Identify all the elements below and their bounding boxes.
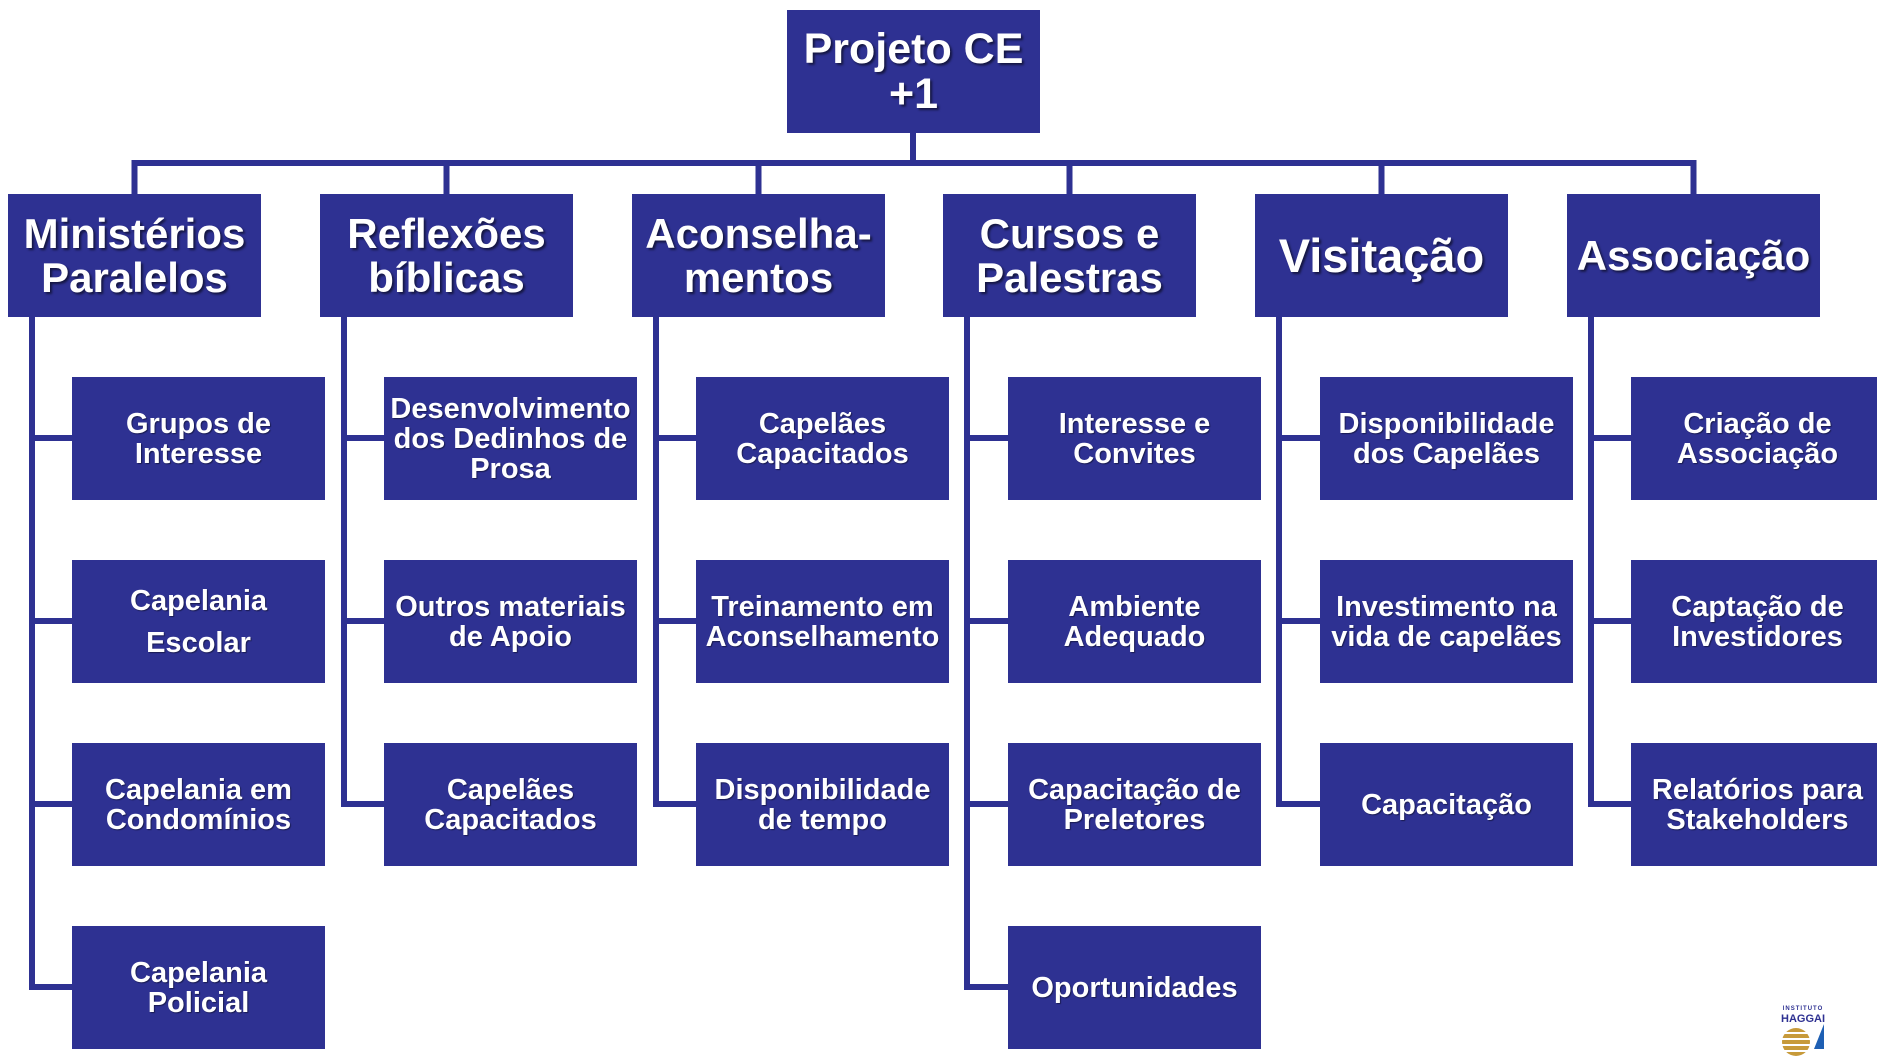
sail-icon: [1814, 1024, 1824, 1049]
item-capelania-escolar: Capelania Escolar: [72, 560, 325, 683]
item-disponibilidade-dos-capelaes: Disponibilidade dos Capelães: [1320, 377, 1573, 500]
item-capelaes-capacitados: Capelães Capacitados: [384, 743, 637, 866]
item-criacao-de-associacao: Criação de Associação: [1631, 377, 1877, 500]
category-cursos-e-palestras: Cursos e Palestras: [943, 194, 1196, 317]
category-aconselhamentos: Aconselha- mentos: [632, 194, 885, 317]
item-capacitacao: Capacitação: [1320, 743, 1573, 866]
item-captacao-de-investidores: Captação de Investidores: [1631, 560, 1877, 683]
item-capacitacao-de-preletores: Capacitação de Preletores: [1008, 743, 1261, 866]
item-oportunidades: Oportunidades: [1008, 926, 1261, 1049]
item-outros-materiais-de-apoio: Outros materiais de Apoio: [384, 560, 637, 683]
item-investimento-na-vida-de-capelaes: Investimento na vida de capelães: [1320, 560, 1573, 683]
item-disponibilidade-de-tempo: Disponibilidade de tempo: [696, 743, 949, 866]
item-treinamento-em-aconselhamento: Treinamento em Aconselhamento: [696, 560, 949, 683]
logo-name-text: HAGGAI: [1781, 1013, 1825, 1025]
category-visitacao: Visitação: [1255, 194, 1508, 317]
item-relatorios-para-stakeholders: Relatórios para Stakeholders: [1631, 743, 1877, 866]
category-reflexoes-biblicas: Reflexões bíblicas: [320, 194, 573, 317]
item-interesse-e-convites: Interesse e Convites: [1008, 377, 1261, 500]
item-capelania-policial: Capelania Policial: [72, 926, 325, 1049]
item-desenvolvimento-dedinhos-de-prosa: Desenvolvimento dos Dedinhos de Prosa: [384, 377, 637, 500]
item-grupos-de-interesse: Grupos de Interesse: [72, 377, 325, 500]
globe-icon: [1782, 1028, 1810, 1056]
category-associacao: Associação: [1567, 194, 1820, 317]
instituto-haggai-logo: INSTITUTO HAGGAI: [1774, 1002, 1832, 1056]
logo-top-text: INSTITUTO: [1782, 1006, 1824, 1012]
item-capelania-em-condominios: Capelania em Condomínios: [72, 743, 325, 866]
category-ministerios-paralelos: Ministérios Paralelos: [8, 194, 261, 317]
item-ambiente-adequado: Ambiente Adequado: [1008, 560, 1261, 683]
item-capelaes-capacitados: Capelães Capacitados: [696, 377, 949, 500]
root-node: Projeto CE +1: [787, 10, 1040, 133]
